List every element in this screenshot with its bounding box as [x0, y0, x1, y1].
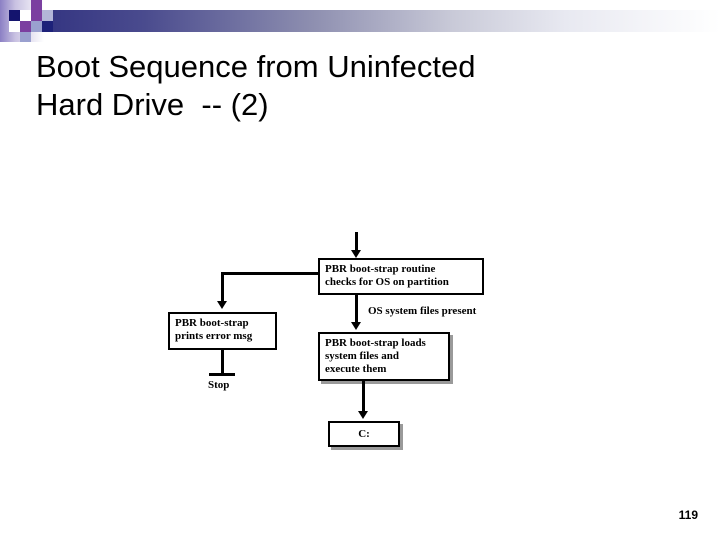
flow-box-drive-c: C:: [328, 421, 400, 447]
deco-square-navy-1: [9, 10, 20, 21]
deco-square-navy-2: [42, 21, 53, 32]
branch-to-drive-arrow-head: [358, 411, 368, 419]
entry-arrow-head: [351, 250, 361, 258]
branch-down-arrow-head: [351, 322, 361, 330]
slide-title-line-1: Boot Sequence from Uninfected: [36, 49, 476, 84]
header-band: [0, 0, 720, 42]
flow-box-pbr-error-line-1: PBR boot-strap: [175, 317, 249, 329]
branch-left-horizontal: [221, 272, 320, 275]
stop-terminator-bar: [209, 373, 235, 376]
deco-square-white-1: [20, 10, 31, 21]
stop-connector-line: [221, 350, 224, 374]
deco-square-purple-2: [31, 0, 42, 10]
flow-box-pbr-loads-line-2: system files and: [325, 350, 399, 362]
branch-to-drive-vertical: [362, 381, 365, 413]
flow-label-os-present: OS system files present: [368, 305, 477, 317]
deco-square-lavender-2: [31, 21, 42, 32]
deco-square-lavender-1: [42, 10, 53, 21]
page-number: 119: [678, 508, 698, 522]
flow-box-pbr-check-line-1: PBR boot-strap routine: [325, 263, 436, 275]
flow-label-stop: Stop: [208, 379, 230, 391]
slide-title: Boot Sequence from Uninfected Hard Drive…: [36, 48, 676, 124]
flow-box-drive-c-label: C:: [358, 428, 370, 440]
deco-square-white-2: [9, 21, 20, 32]
flow-box-pbr-check-line-2: checks for OS on partition: [325, 276, 449, 288]
slide-title-line-2: Hard Drive -- (2): [36, 87, 269, 122]
deco-square-lavender-3: [20, 32, 31, 42]
flow-box-pbr-loads-line-3: execute them: [325, 363, 387, 375]
flow-box-pbr-check: PBR boot-strap routine checks for OS on …: [318, 258, 484, 295]
entry-arrow-line: [355, 232, 358, 252]
branch-left-vertical: [221, 272, 224, 303]
flow-box-pbr-error: PBR boot-strap prints error msg: [168, 312, 277, 350]
flow-box-pbr-loads-line-1: PBR boot-strap loads: [325, 337, 426, 349]
deco-square-purple-3: [20, 21, 31, 32]
flow-box-pbr-loads: PBR boot-strap loads system files and ex…: [318, 332, 450, 381]
deco-square-purple-1: [31, 10, 42, 21]
branch-down-vertical: [355, 295, 358, 324]
flow-box-pbr-error-line-2: prints error msg: [175, 330, 253, 342]
branch-left-arrow-head: [217, 301, 227, 309]
header-gradient-bar: [18, 10, 720, 32]
